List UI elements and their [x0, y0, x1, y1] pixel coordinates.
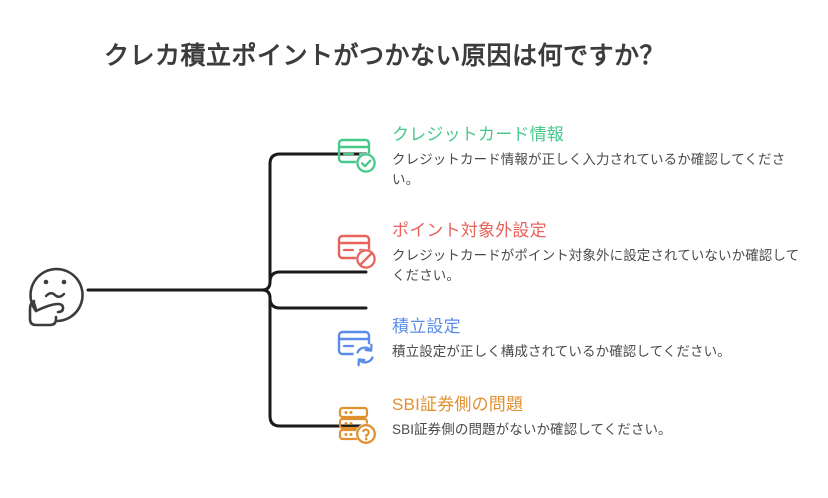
branch-description: SBI証券側の問題がないか確認してください。: [392, 421, 672, 437]
branch-text-block: SBI証券側の問題 SBI証券側の問題がないか確認してください。: [392, 394, 824, 440]
branch-text-block: 積立設定 積立設定が正しく構成されているか確認してください。: [392, 316, 824, 362]
branch-heading: SBI証券側の問題: [392, 395, 524, 414]
server-question-icon: [336, 403, 380, 447]
branch-description: クレジットカードがポイント対象外に設定されていないか確認してください。: [392, 247, 800, 283]
branch-heading: ポイント対象外設定: [392, 221, 547, 240]
branch-text-block: クレジットカード情報 クレジットカード情報が正しく入力されているか確認してくださ…: [392, 124, 824, 189]
credit-card-blocked-icon: [336, 229, 380, 273]
branch-heading: 積立設定: [392, 317, 461, 336]
branch-connector: [86, 140, 376, 440]
branch-heading: クレジットカード情報: [392, 125, 564, 144]
branch-item-credit-card-info[interactable]: クレジットカード情報 クレジットカード情報が正しく入力されているか確認してくださ…: [336, 124, 824, 189]
thinking-face-icon: [16, 255, 98, 333]
branch-item-accumulation-setting[interactable]: 積立設定 積立設定が正しく構成されているか確認してください。: [336, 316, 824, 369]
credit-card-sync-icon: [336, 325, 380, 369]
branch-description: クレジットカード情報が正しく入力されているか確認してください。: [392, 151, 786, 187]
branch-text-block: ポイント対象外設定 クレジットカードがポイント対象外に設定されていないか確認して…: [392, 220, 824, 285]
branch-item-sbi-securities-issue[interactable]: SBI証券側の問題 SBI証券側の問題がないか確認してください。: [336, 394, 824, 447]
branch-description: 積立設定が正しく構成されているか確認してください。: [392, 343, 731, 359]
credit-card-check-icon: [336, 133, 380, 177]
branch-item-point-ineligible-setting[interactable]: ポイント対象外設定 クレジットカードがポイント対象外に設定されていないか確認して…: [336, 220, 824, 285]
page-title: クレカ積立ポイントがつかない原因は何ですか？: [104, 42, 666, 70]
